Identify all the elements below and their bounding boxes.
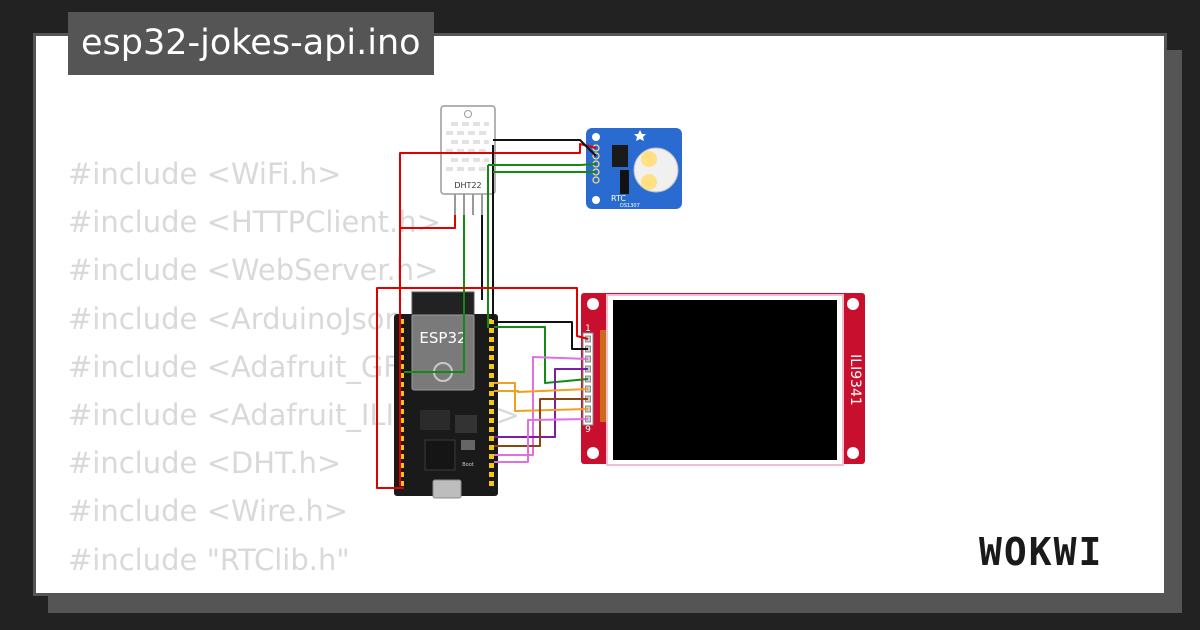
mount-hole-icon [592,133,600,141]
wire-purple[interactable] [494,368,588,438]
display-pin-last-label: 9 [585,425,591,435]
esp32-pin[interactable] [489,472,494,477]
wire-black[interactable] [493,139,597,157]
regulator-chip [420,410,450,430]
esp32-pin[interactable] [399,463,404,468]
esp32-pin[interactable] [399,454,404,459]
esp32-pin[interactable] [489,427,494,432]
mount-hole-icon [464,110,472,118]
wire-green[interactable] [494,326,589,384]
esp32-pin[interactable] [489,328,494,333]
mount-hole-icon [847,298,859,310]
esp32-pin[interactable] [399,373,404,378]
esp32-pin[interactable] [489,373,494,378]
boot-button[interactable] [461,440,475,450]
display-flex-cable [600,330,611,422]
esp32-pin[interactable] [399,427,404,432]
esp32-pin[interactable] [399,328,404,333]
display-screen [613,300,837,460]
wire-orange[interactable] [494,382,589,412]
esp32-pin[interactable] [399,472,404,477]
boot-label: Boot [462,462,474,468]
esp32-pin[interactable] [399,436,404,441]
wire-green[interactable] [404,215,465,373]
esp32-pin[interactable] [399,409,404,414]
esp32-pin[interactable] [399,319,404,324]
esp32-pin[interactable] [399,400,404,405]
code-line: #include <DHT.h> [68,446,342,481]
wokwi-logo: WOKWI [979,530,1103,574]
usb-uart-chip [424,439,456,471]
esp32-pin[interactable] [399,418,404,423]
brand-name: WOKWI [979,530,1103,574]
display-label: ILI9341 [847,354,863,406]
esp32-label: ESP32 [419,329,466,347]
wire-black[interactable] [494,321,588,350]
wire-red[interactable] [399,143,597,229]
esp32-pin[interactable] [489,391,494,396]
esp32-pin[interactable] [489,364,494,369]
project-title: esp32-jokes-api.ino [68,12,434,75]
code-line: #include <Wire.h> [68,494,349,529]
esp32-pin[interactable] [489,400,494,405]
esp32-pin[interactable] [489,319,494,324]
esp32-pin[interactable] [399,382,404,387]
mount-hole-icon [592,196,600,204]
rtc-chip [612,145,628,167]
mount-hole-icon [847,447,859,459]
esp32-pin[interactable] [489,454,494,459]
rtc-chip-label: DS1307 [620,203,640,209]
wire-violet[interactable] [494,356,589,456]
wires [376,139,597,489]
usb-port[interactable] [432,479,462,499]
esp32-pin-column-right [489,319,494,486]
wire-brown[interactable] [494,398,588,447]
rtc-crystal [620,170,629,194]
esp32-pin[interactable] [489,337,494,342]
esp32-devkit-board[interactable]: ESP32 Boot [394,291,498,499]
esp32-pin[interactable] [489,481,494,486]
esp32-pin[interactable] [399,346,404,351]
ili9341-display[interactable]: 1 9 ILI9341 [581,293,865,466]
en-button[interactable] [455,415,477,433]
rtc-label: RTC [611,194,626,203]
esp32-pin[interactable] [489,382,494,387]
battery-contact-icon [641,151,657,167]
wire-violet[interactable] [494,418,589,463]
rtc-ds1307-module[interactable]: RTC DS1307 [586,128,682,209]
mount-hole-icon [587,447,599,459]
esp32-pin[interactable] [489,355,494,360]
esp32-pin[interactable] [489,409,494,414]
esp32-pin[interactable] [399,445,404,450]
dht22-label: DHT22 [454,181,481,190]
code-line: #include <HTTPClient.h> [68,205,441,240]
mount-hole-icon [587,298,599,310]
dht22-sensor[interactable]: DHT22 [440,105,496,215]
code-line: #include <WebServer.h> [68,253,439,288]
esp32-pin[interactable] [399,364,404,369]
code-line: #include <WiFi.h> [68,157,342,191]
rtc-pin[interactable] [592,176,600,184]
display-pin-first-label: 1 [585,324,591,334]
wire-orange[interactable] [494,388,589,393]
esp32-pin[interactable] [489,436,494,441]
esp32-pin[interactable] [489,346,494,351]
esp32-pin[interactable] [489,418,494,423]
esp32-pin[interactable] [489,445,494,450]
esp32-pin[interactable] [399,337,404,342]
esp32-pin[interactable] [399,391,404,396]
esp32-pin[interactable] [399,481,404,486]
wire-green[interactable] [488,163,597,166]
star-logo-icon [634,130,646,141]
esp32-pin[interactable] [399,355,404,360]
esp32-pin[interactable] [489,463,494,468]
esp32-pin-column-left [399,319,404,486]
wire-red[interactable] [376,287,589,489]
code-line: #include <ArduinoJson.h> [68,301,455,336]
battery-contact-icon [641,174,657,190]
code-line: #include "RTClib.h" [68,542,350,577]
